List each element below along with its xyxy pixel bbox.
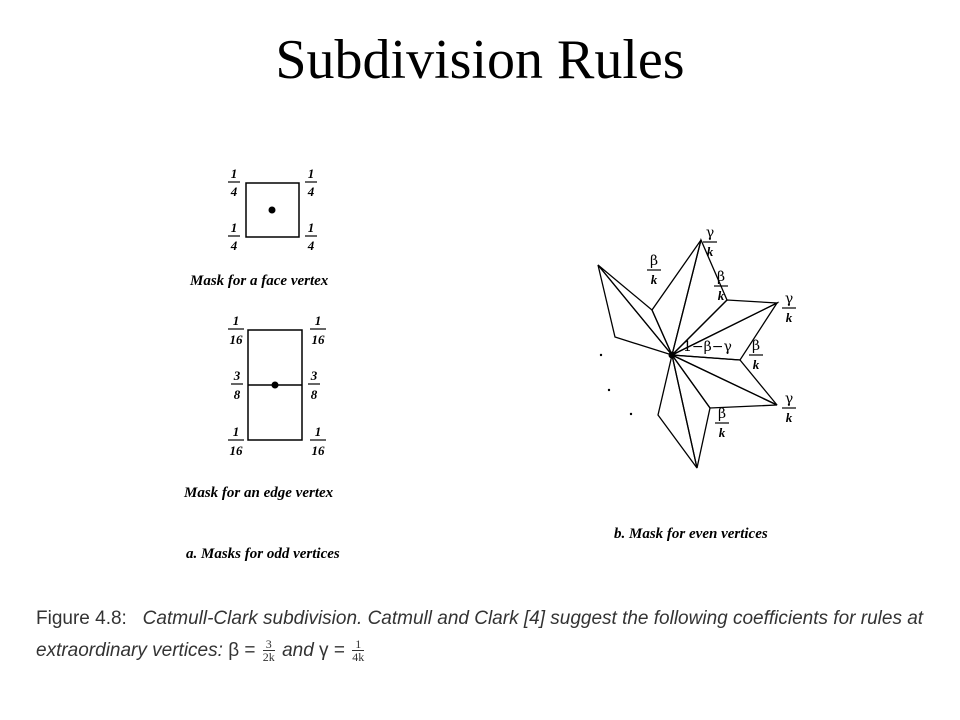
face-square: [245, 182, 300, 238]
svg-text:k: k: [719, 425, 726, 440]
svg-text:16: 16: [230, 332, 244, 347]
svg-text:k: k: [651, 272, 658, 287]
edge-weight-bottom-right: 1 16: [310, 424, 326, 458]
beta-over-k-4: β k: [715, 406, 729, 440]
svg-text:1: 1: [231, 166, 238, 181]
even-vertices-caption: b. Mask for even vertices: [614, 526, 768, 542]
star-quad-bottom-left: [657, 354, 698, 469]
svg-text:16: 16: [230, 443, 244, 458]
svg-text:β: β: [650, 253, 658, 269]
svg-text:8: 8: [311, 387, 318, 402]
svg-text:1: 1: [231, 220, 238, 235]
center-weight-label: 1−β−γ: [683, 339, 732, 355]
gamma-over-k-3: γ k: [782, 391, 796, 425]
edge-weight-top-right: 1 16: [310, 313, 326, 347]
beta-over-k-3: β k: [749, 338, 763, 372]
beta-over-k-2: β k: [714, 269, 728, 303]
face-vertex-dot: [268, 206, 276, 214]
svg-text:β: β: [718, 406, 726, 422]
page-title: Subdivision Rules: [275, 29, 685, 91]
subdivision-masks-diagram: 1 4 1 4 1 4 1 4 Mask for a face vertex 1…: [183, 166, 796, 562]
svg-text:γ: γ: [785, 291, 793, 307]
face-weight-top-left: 1 4: [228, 166, 240, 199]
face-vertex-mask: 1 4 1 4 1 4 1 4 Mask for a face vertex: [189, 166, 329, 289]
face-mask-label: Mask for a face vertex: [189, 273, 329, 289]
figure-caption-text: Catmull-Clark subdivision. Catmull and C…: [36, 608, 924, 661]
figure-caption-lead: Figure 4.8:: [36, 608, 127, 629]
svg-text:16: 16: [312, 332, 326, 347]
beta-equals: β =: [228, 640, 256, 661]
svg-text:k: k: [786, 410, 793, 425]
edge-weight-top-left: 1 16: [228, 313, 244, 347]
svg-text:4: 4: [307, 238, 315, 253]
svg-text:β: β: [717, 269, 725, 285]
edge-weight-mid-right: 3 8: [308, 368, 320, 402]
svg-text:k: k: [718, 288, 725, 303]
ellipsis-dot-2: [607, 388, 611, 392]
figure-caption: Figure 4.8: Catmull-Clark subdivision. C…: [36, 603, 926, 667]
edge-vertex-dot: [271, 381, 279, 389]
svg-text:1: 1: [233, 313, 240, 328]
caption-and: and: [282, 640, 314, 661]
gamma-equals: γ =: [319, 640, 345, 661]
ellipsis-dot-1: [599, 353, 603, 357]
face-weight-bottom-right: 1 4: [305, 220, 317, 253]
svg-text:k: k: [707, 244, 714, 259]
svg-text:3: 3: [233, 368, 241, 383]
edge-weight-mid-left: 3 8: [231, 368, 243, 402]
svg-text:β: β: [752, 338, 760, 354]
odd-vertices-caption: a. Masks for odd vertices: [186, 546, 340, 562]
svg-text:1: 1: [308, 220, 315, 235]
svg-text:4: 4: [307, 184, 315, 199]
svg-text:1: 1: [233, 424, 240, 439]
svg-text:3: 3: [310, 368, 318, 383]
edge-vertex-mask: 1 16 1 16 3 8 3 8 1 16 1 16 Mask: [183, 313, 334, 501]
svg-text:1: 1: [308, 166, 315, 181]
svg-text:γ: γ: [706, 225, 714, 241]
beta-over-k-1: β k: [647, 253, 661, 287]
svg-text:16: 16: [312, 443, 326, 458]
svg-text:4: 4: [230, 238, 238, 253]
star-quad-upper-left: [597, 264, 674, 357]
star-quad-bottom: [671, 354, 711, 469]
even-center-dot: [668, 351, 676, 359]
svg-text:γ: γ: [785, 391, 793, 407]
edge-weight-bottom-left: 1 16: [228, 424, 244, 458]
edge-mask-label: Mask for an edge vertex: [183, 485, 334, 501]
svg-text:8: 8: [234, 387, 241, 402]
gamma-over-k-1: γ k: [703, 225, 717, 259]
svg-text:k: k: [786, 310, 793, 325]
gamma-over-k-2: γ k: [782, 291, 796, 325]
face-weight-top-right: 1 4: [305, 166, 317, 199]
svg-text:1: 1: [315, 424, 322, 439]
star-quad-bottom-right: [671, 354, 778, 409]
svg-text:4: 4: [230, 184, 238, 199]
svg-text:k: k: [753, 357, 760, 372]
even-vertex-mask: [597, 237, 780, 469]
ellipsis-dot-3: [629, 412, 633, 416]
svg-text:1: 1: [315, 313, 322, 328]
face-weight-bottom-left: 1 4: [228, 220, 240, 253]
